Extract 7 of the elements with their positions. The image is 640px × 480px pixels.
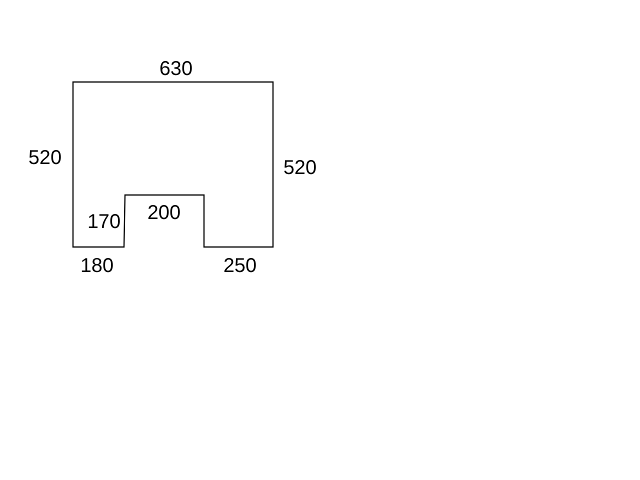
dimension-label: 250 bbox=[223, 256, 257, 276]
dimension-label: 630 bbox=[159, 59, 193, 79]
dimension-label: 520 bbox=[283, 158, 317, 178]
dimension-label: 180 bbox=[80, 256, 114, 276]
dimension-label: 170 bbox=[87, 212, 121, 232]
dimension-label: 200 bbox=[147, 203, 181, 223]
dimension-label: 520 bbox=[28, 148, 62, 168]
